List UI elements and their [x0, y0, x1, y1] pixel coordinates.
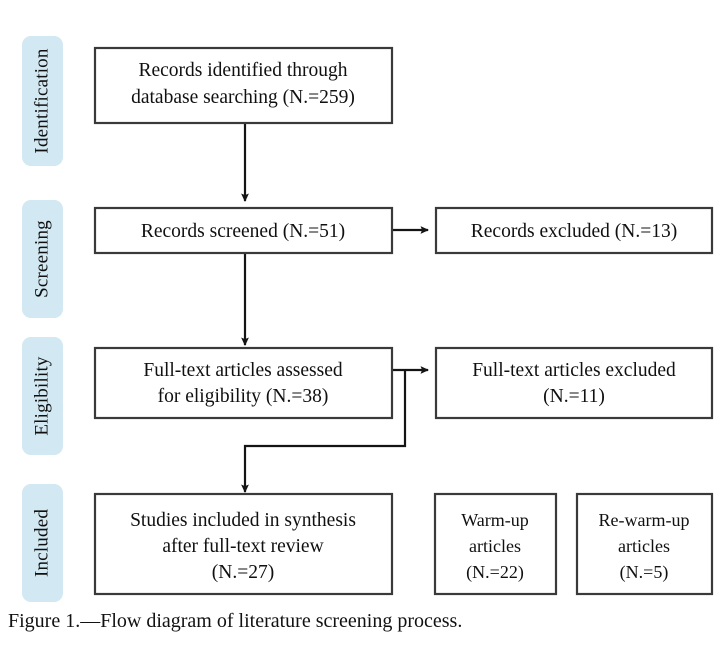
- box-warmup-line-1: Warm-up: [461, 510, 529, 530]
- box-fulltext-excluded-line-2: (N.=11): [543, 386, 605, 407]
- box-screened-line-1: Records screened (N.=51): [141, 221, 345, 242]
- figure-caption: Figure 1.—Flow diagram of literature scr…: [8, 610, 463, 632]
- box-included-studies-line-3: (N.=27): [212, 562, 274, 583]
- stage-pill-screening-label: Screening: [31, 220, 52, 298]
- stage-pill-screening: Screening: [22, 200, 63, 318]
- box-fulltext-excluded-line-1: Full-text articles excluded: [472, 360, 676, 381]
- stage-pill-included: Included: [22, 484, 63, 602]
- stage-pill-identification-bg: [22, 36, 63, 166]
- box-warmup: Warm-up articles (N.=22): [433, 492, 558, 596]
- box-fulltext-excluded: Full-text articles excluded (N.=11): [434, 346, 714, 420]
- box-warmup-frame: [433, 492, 558, 596]
- box-rewarmup-line-3: (N.=5): [620, 562, 669, 583]
- stage-pill-eligibility-label: Eligibility: [31, 356, 52, 436]
- box-rewarmup-frame: [575, 492, 714, 596]
- box-identification: Records identified through database sear…: [93, 46, 394, 125]
- stage-pill-identification: Identification: [22, 36, 63, 166]
- box-warmup-line-2: articles: [469, 536, 521, 556]
- stage-pill-included-label: Included: [31, 509, 52, 577]
- connector-fulltext-to-included: [241, 370, 407, 493]
- box-fulltext-excluded-frame: [434, 346, 714, 420]
- box-records-excluded: Records excluded (N.=13): [434, 206, 714, 255]
- box-fulltext-assessed-line-1: Full-text articles assessed: [143, 360, 343, 381]
- box-records-excluded-line-1: Records excluded (N.=13): [471, 221, 677, 242]
- box-fulltext-assessed: Full-text articles assessed for eligibil…: [93, 346, 394, 420]
- stage-pill-eligibility-bg: [22, 337, 63, 455]
- box-included-studies-line-1: Studies included in synthesis: [130, 510, 356, 531]
- stage-pill-eligibility: Eligibility: [22, 337, 63, 455]
- box-screened: Records screened (N.=51): [93, 206, 394, 255]
- stage-pill-included-bg: [22, 484, 63, 602]
- box-identification-line-1: Records identified through: [138, 60, 347, 81]
- box-rewarmup-line-2: articles: [618, 536, 670, 556]
- box-warmup-line-3: (N.=22): [466, 562, 524, 583]
- box-included-studies-line-2: after full-text review: [162, 536, 323, 557]
- stage-pill-screening-bg: [22, 200, 63, 318]
- box-screened-frame: [93, 206, 394, 255]
- box-included-studies: Studies included in synthesis after full…: [93, 492, 394, 596]
- box-fulltext-assessed-line-2: for eligibility (N.=38): [158, 386, 329, 407]
- box-included-studies-frame: [93, 492, 394, 596]
- box-rewarmup-line-1: Re-warm-up: [599, 510, 690, 530]
- box-identification-line-2: database searching (N.=259): [131, 87, 355, 108]
- stage-pill-identification-label: Identification: [31, 48, 52, 153]
- box-identification-frame: [93, 46, 394, 125]
- box-records-excluded-frame: [434, 206, 714, 255]
- box-rewarmup: Re-warm-up articles (N.=5): [575, 492, 714, 596]
- box-fulltext-assessed-frame: [93, 346, 394, 420]
- connectors: [241, 123, 429, 493]
